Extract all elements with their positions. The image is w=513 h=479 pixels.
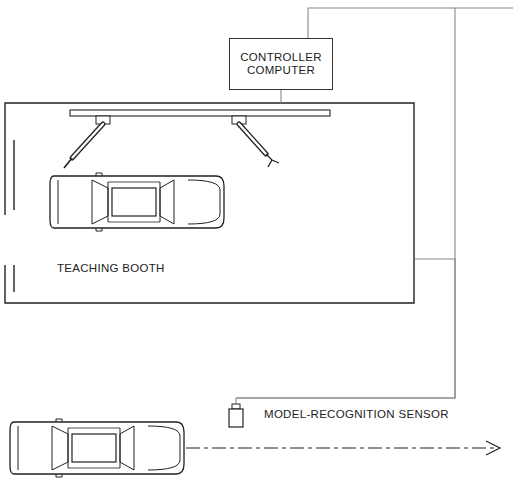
wire-connector (236, 259, 455, 398)
sensor-symbol (228, 398, 244, 428)
node-label: TEACHING BOOTH (57, 262, 165, 275)
wire-connector (280, 90, 281, 103)
wire-connector (236, 8, 455, 398)
node-label: MODEL-RECOGNITION SENSOR (264, 408, 449, 421)
sensor-symbol: MODEL-RECOGNITION SENSOR (228, 398, 244, 428)
controller-box: CONTROLLER COMPUTER (229, 38, 333, 90)
teaching-booth: TEACHING BOOTH (5, 103, 414, 303)
node-label: CONTROLLER COMPUTER (238, 51, 324, 77)
